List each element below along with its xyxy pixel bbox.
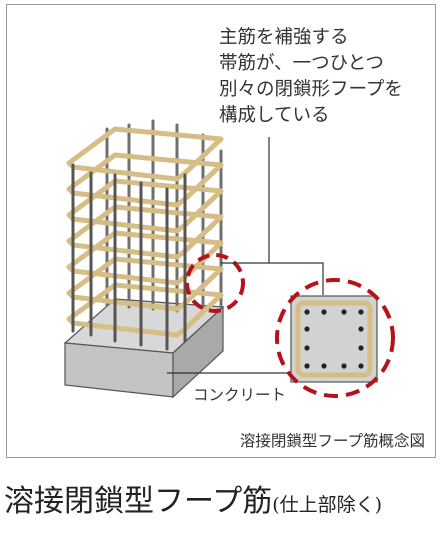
caption-main-text: 溶接閉鎖型フープ筋 <box>4 484 273 519</box>
section-rebar-dot <box>304 326 310 332</box>
figure-caption: 溶接閉鎖型フープ筋概念図 <box>239 432 425 450</box>
corner-highlight-circle <box>185 253 245 313</box>
section-highlight-circle <box>275 278 395 398</box>
annotation-text: 主筋を補強する 帯筋が、一つひとつ 別々の閉鎖形フープを 構成している <box>219 25 429 129</box>
diagram-frame: 主筋を補強する 帯筋が、一つひとつ 別々の閉鎖形フープを 構成している コンクリ… <box>6 4 436 458</box>
annotation-line: 構成している <box>219 105 330 126</box>
section-rebar-dot <box>304 309 310 315</box>
section-rebar-dot <box>358 345 364 351</box>
annotation-line: 帯筋が、一つひとつ <box>219 53 384 74</box>
section-rebar-dot <box>341 363 347 369</box>
section-rebar-dot <box>341 309 347 315</box>
main-rebars-front <box>71 163 187 351</box>
caption-sub-text: (仕上部除く) <box>272 494 383 516</box>
section-rebar-dot <box>321 363 327 369</box>
rebar-diagram <box>63 119 395 399</box>
section-rebar-dot <box>358 363 364 369</box>
leader-lines <box>167 137 324 374</box>
annotation-line: 主筋を補強する <box>219 27 349 48</box>
cross-section <box>275 278 395 398</box>
section-rebar-dot <box>358 326 364 332</box>
section-rebar-dot <box>358 309 364 315</box>
concrete-label: コンクリート <box>191 383 289 405</box>
annotation-line: 別々の閉鎖形フープを <box>219 79 403 100</box>
page-caption: 溶接閉鎖型フープ筋(仕上部除く) <box>4 476 382 520</box>
section-rebar-dot <box>321 309 327 315</box>
section-rebar-dot <box>304 363 310 369</box>
section-rebar-dot <box>304 345 310 351</box>
